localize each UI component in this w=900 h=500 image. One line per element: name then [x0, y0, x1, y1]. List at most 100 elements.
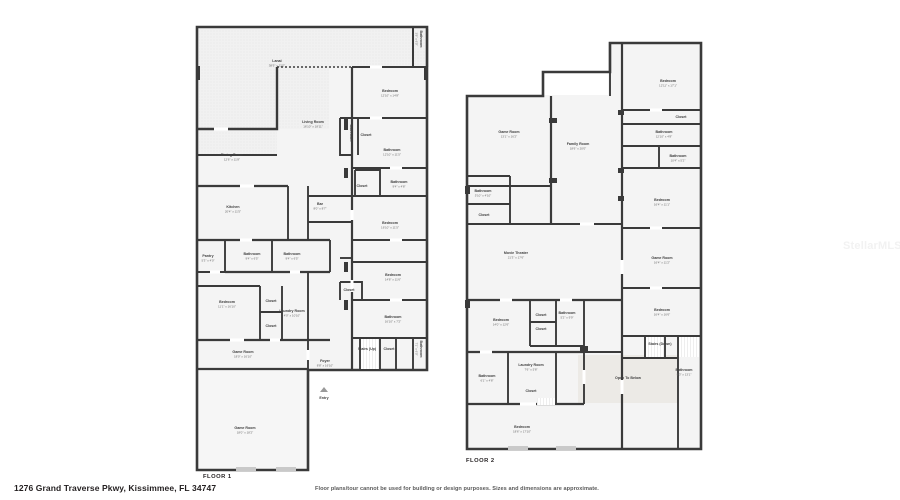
room-dimensions: 16'10" x 11'5" [381, 225, 399, 229]
floor2-top-fill [608, 42, 702, 98]
floor1-interior-walls [197, 27, 427, 370]
room-dimensions: 18'6" x 20'0" [570, 146, 586, 150]
room-dimensions: 16'10" x 7'2" [385, 319, 401, 323]
room-dimensions: 8'8" x 16'10" [317, 363, 333, 367]
room-label: Closet [266, 299, 278, 303]
room-dimensions: 12'11" x 17'1" [659, 83, 677, 87]
room-name: Bedroom [219, 300, 235, 304]
stairs-up-graphic [361, 339, 379, 369]
room-name: Family Room [567, 142, 590, 146]
room-name: Bathroom [419, 341, 423, 358]
room-dimensions: 11'1" x 16'10" [218, 304, 236, 308]
room-name: Bedroom [382, 89, 398, 93]
room-label: Stairs (Down) [648, 342, 672, 346]
lanai-texture-low [199, 129, 277, 154]
room-label: Closet [536, 327, 548, 331]
room-name: Game Room [232, 350, 253, 354]
room-name: Bathroom [244, 252, 261, 256]
room-name: Bedroom [660, 79, 676, 83]
room-label: Closet [676, 115, 688, 119]
lanai-texture-mid [199, 29, 329, 129]
room-name: Bathroom [419, 31, 423, 48]
room-name: Bathroom [384, 148, 401, 152]
room-name: Stairs (Up) [358, 347, 377, 351]
room-name: Closet [676, 115, 688, 119]
floor2-entry-markers [508, 446, 576, 450]
room-name: Bedroom [385, 273, 401, 277]
room-name: Bedroom [382, 221, 398, 225]
room-dimensions: 14'0" x 12'6" [493, 322, 509, 326]
room-name: Closet [384, 347, 396, 351]
room-dimensions: 12'10" x 14'8" [381, 93, 399, 97]
room-dimensions: 7'6" x 5'8" [524, 367, 537, 371]
room-label: Stairs (Up) [358, 347, 377, 351]
room-name: Closet [266, 324, 278, 328]
room-dimensions: 5'3" x 4'0" [201, 258, 214, 262]
room-name: Bedroom [654, 308, 670, 312]
room-name: Bathroom [670, 154, 687, 158]
room-name: Bedroom [493, 318, 509, 322]
room-dimensions: 8'0" x 8'7" [313, 206, 326, 210]
room-name: Foyer [320, 359, 330, 363]
room-name: Closet [479, 213, 491, 217]
stairs-down-graphic [646, 337, 699, 357]
room-dimensions: 5'2" x 9'9" [560, 315, 573, 319]
room-label: Closet [479, 213, 491, 217]
room-label: Closet [384, 347, 396, 351]
room-name: Entry [319, 396, 328, 400]
room-dimensions: 9'3" x 13'1" [677, 372, 692, 376]
room-dimensions: 18'0" x 18'2" [237, 430, 253, 434]
open-to-below-fill [578, 355, 678, 403]
room-dimensions: 10'4" x 5'2" [671, 158, 686, 162]
room-name: Closet [344, 288, 356, 292]
room-label: Entry [319, 396, 328, 400]
room-name: Bathroom [284, 252, 301, 256]
room-name: Lanai [272, 59, 281, 63]
room-dimensions: 6'1" x 4'8" [480, 378, 493, 382]
floor2-wall-stubs [465, 110, 624, 351]
room-dimensions: 7'1" x 6'0" [415, 342, 419, 355]
room-dimensions: 38'9" x 22'0" [269, 63, 285, 67]
floor2-door-openings [480, 108, 662, 406]
room-dimensions: 13'1" x 16'2" [501, 134, 517, 138]
room-dimensions: 4'0" x 10'10" [284, 313, 300, 317]
room-dimensions: 18'6" x 17'10" [513, 429, 531, 433]
floor-1-plan [195, 25, 429, 472]
room-name: Closet [357, 184, 369, 188]
floor1-label: FLOOR 1 [203, 474, 232, 480]
room-dimensions: 14'8" x 11'6" [385, 277, 401, 281]
room-dimensions: 5'10" x 4'10" [475, 193, 491, 197]
room-name: Bathroom [349, 125, 353, 142]
floor-2-plan [465, 41, 703, 451]
room-dimensions: 21'3" x 17'6" [508, 255, 524, 259]
room-label: Closet [266, 324, 278, 328]
room-dimensions: 12'10" x 4'8" [656, 134, 672, 138]
room-name: Game Room [234, 426, 255, 430]
